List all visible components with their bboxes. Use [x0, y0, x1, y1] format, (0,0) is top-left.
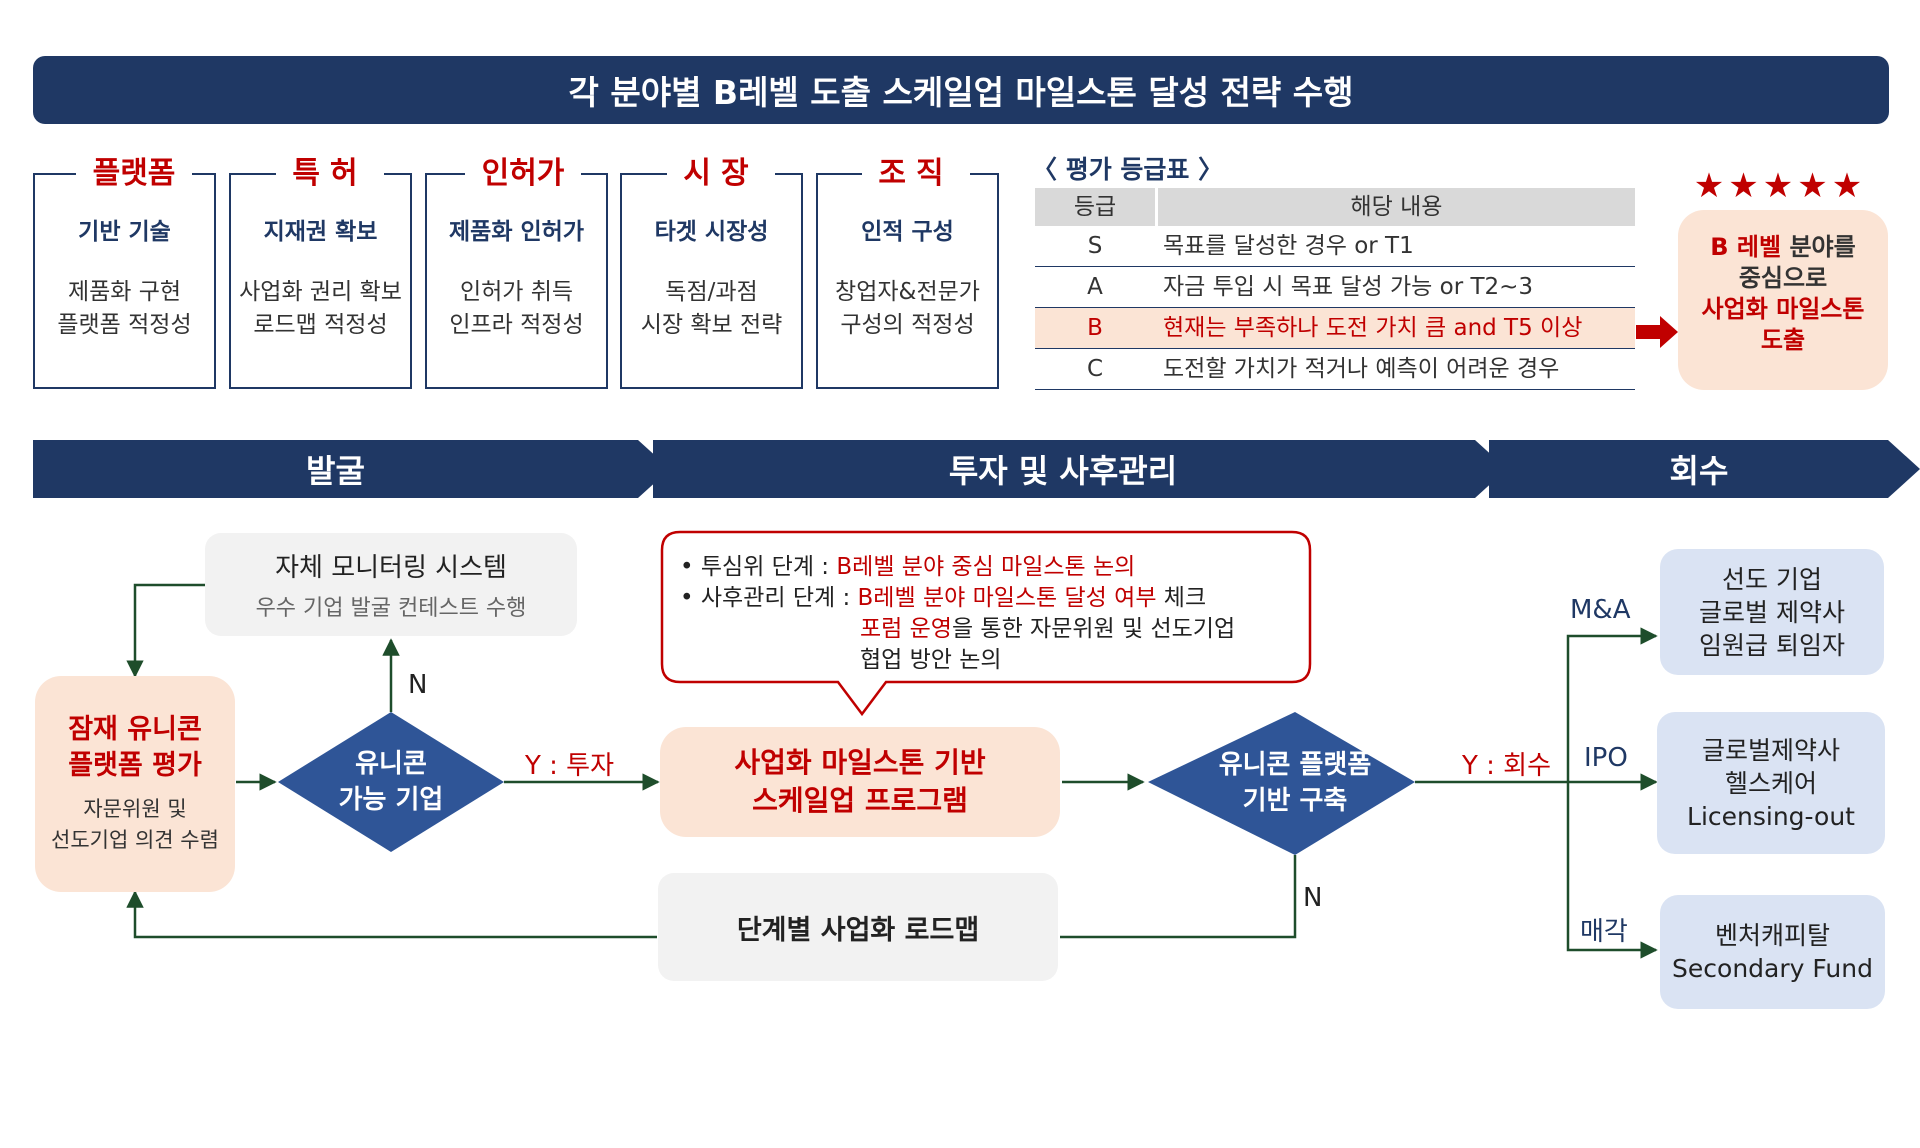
grade-table-row: S 목표를 달성한 경우 or T1: [1035, 226, 1635, 267]
phase-label-investment: 투자 및 사후관리: [948, 452, 1178, 490]
potential-unicorn-subtitle: 자문위원 및 선도기업 의견 수렴: [51, 797, 219, 852]
b-level-line: 중심으로: [1738, 264, 1828, 292]
callout-highlight: B레벨 분야 마일스톤 달성 여부: [857, 585, 1157, 611]
callout-text: 체크: [1156, 585, 1207, 611]
callout-line: 협업 방안 논의: [860, 647, 1002, 673]
category-title: 인허가: [465, 152, 581, 196]
b-level-text: B 레벨: [1710, 233, 1782, 261]
b-level-text-tail: 분야를: [1781, 233, 1856, 261]
decision-diamond-unicorn: [278, 712, 504, 852]
category-description: 인허가 취득 인프라 적정성: [449, 279, 584, 338]
phase-arrows: [33, 440, 1920, 498]
decision-text-platform: 유니콘 플랫폼 기반 구축: [1218, 750, 1372, 816]
no-label: N: [408, 670, 428, 700]
grade-cell: A: [1087, 274, 1103, 300]
exit-label-sale: 매각: [1580, 917, 1628, 947]
decision-text-unicorn: 유니콘 가능 기업: [338, 749, 444, 815]
decision-diamond-platform: [1148, 712, 1415, 855]
category-subtitle: 인적 구성: [861, 219, 954, 245]
monitoring-subtitle: 우수 기업 발굴 컨테스트 수행: [255, 596, 527, 621]
b-level-line: 사업화 마일스톤: [1701, 295, 1865, 323]
yes-invest-label: Y : 투자: [525, 751, 615, 781]
grade-desc-cell: 자금 투입 시 목표 달성 가능 or T2~3: [1163, 274, 1534, 300]
exit-box-text: 벤처캐피탈 Secondary Fund: [1672, 921, 1873, 983]
exit-box-sale: 벤처캐피탈 Secondary Fund: [1660, 895, 1885, 1009]
callout-line: • 투심위 단계 : B레벨 분야 중심 마일스톤 논의: [680, 547, 1135, 581]
arrow-right-icon: [1636, 316, 1678, 348]
star-rating-icon: ★★★★★: [1693, 166, 1867, 206]
exit-box-text: 글로벌제약사 헬스케어 Licensing-out: [1687, 735, 1855, 831]
category-subtitle: 기반 기술: [78, 219, 171, 245]
callout-highlight: 포럼 운영: [860, 616, 952, 642]
category-title: 특허: [276, 152, 384, 196]
b-level-line: 도출: [1760, 326, 1806, 354]
callout-label: • 투심위 단계 :: [680, 554, 837, 580]
category-subtitle: 지재권 확보: [263, 219, 378, 245]
category-subtitle: 타겟 시장성: [654, 219, 769, 245]
exit-box-ma: 선도 기업 글로벌 제약사 임원급 퇴임자: [1660, 549, 1884, 675]
grade-table-header-content: 해당 내용: [1158, 188, 1635, 226]
category-subtitle: 제품화 인허가: [449, 219, 584, 245]
grade-cell: B: [1087, 315, 1103, 341]
grade-table-header-grade: 등급: [1035, 188, 1155, 226]
grade-desc-cell: 도전할 가치가 적거나 예측이 어려운 경우: [1163, 356, 1560, 382]
category-description: 독점/과점 시장 확보 전략: [640, 279, 783, 338]
grade-table-row: C 도전할 가치가 적거나 예측이 어려운 경우: [1035, 349, 1635, 390]
grade-table-row: A 자금 투입 시 목표 달성 가능 or T2~3: [1035, 267, 1635, 308]
callout-line: 포럼 운영을 통한 자문위원 및 선도기업: [860, 609, 1235, 643]
b-level-summary-box: B 레벨 분야를 중심으로 사업화 마일스톤 도출: [1678, 210, 1888, 390]
phase-arrow-discovery: [33, 440, 670, 498]
category-description: 제품화 구현 플랫폼 적정성: [57, 279, 192, 338]
exit-box-text: 선도 기업 글로벌 제약사 임원급 퇴임자: [1699, 564, 1845, 660]
potential-unicorn-box: 잠재 유니콘 플랫폼 평가 자문위원 및 선도기업 의견 수렴: [35, 676, 235, 892]
scaleup-program-box: 사업화 마일스톤 기반 스케일업 프로그램: [660, 727, 1060, 837]
phase-label-exit: 회수: [1669, 452, 1729, 490]
yes-exit-label: Y : 회수: [1462, 751, 1552, 781]
phase-arrow-exit: [1489, 440, 1920, 498]
callout-bubble: [660, 530, 1312, 717]
scaleup-program-title: 사업화 마일스톤 기반 스케일업 프로그램: [734, 746, 986, 817]
potential-unicorn-title: 잠재 유니콘 플랫폼 평가: [68, 714, 202, 781]
category-description: 사업화 권리 확보 로드맵 적정성: [239, 279, 402, 338]
category-description: 창업자&전문가 구성의 적정성: [835, 279, 980, 338]
exit-box-ipo: 글로벌제약사 헬스케어 Licensing-out: [1657, 712, 1885, 854]
grade-cell: C: [1086, 356, 1104, 382]
phase-label-discovery: 발굴: [306, 452, 365, 490]
grade-desc-cell: 현재는 부족하나 도전 가치 큼 and T5 이상: [1163, 315, 1583, 341]
callout-text: 을 통한 자문위원 및 선도기업: [951, 616, 1236, 642]
roadmap-box: 단계별 사업화 로드맵: [658, 873, 1058, 981]
grade-table-title: 〈 평가 등급표 〉: [1032, 155, 1224, 184]
category-title: 시장: [667, 152, 775, 196]
phase-arrow-investment: [653, 440, 1507, 498]
no-label: N: [1303, 883, 1323, 913]
exit-label-ma: M&A: [1570, 595, 1631, 625]
grade-desc-cell: 목표를 달성한 경우 or T1: [1163, 233, 1414, 259]
grade-table-row-highlighted: B 현재는 부족하나 도전 가치 큼 and T5 이상: [1035, 308, 1635, 349]
callout-highlight: B레벨 분야 중심 마일스톤 논의: [836, 554, 1136, 580]
exit-label-ipo: IPO: [1584, 743, 1628, 773]
category-title: 플랫폼: [76, 152, 192, 196]
callout-line: • 사후관리 단계 : B레벨 분야 마일스톤 달성 여부 체크: [680, 578, 1206, 612]
category-title: 조직: [862, 152, 970, 196]
page-title: 각 분야별 B레벨 도출 스케일업 마일스톤 달성 전략 수행: [33, 56, 1889, 124]
callout-label: • 사후관리 단계 :: [680, 585, 858, 611]
monitoring-title: 자체 모니터링 시스템: [275, 553, 507, 583]
monitoring-system-box: 자체 모니터링 시스템 우수 기업 발굴 컨테스트 수행: [205, 533, 577, 636]
grade-cell: S: [1087, 233, 1103, 259]
